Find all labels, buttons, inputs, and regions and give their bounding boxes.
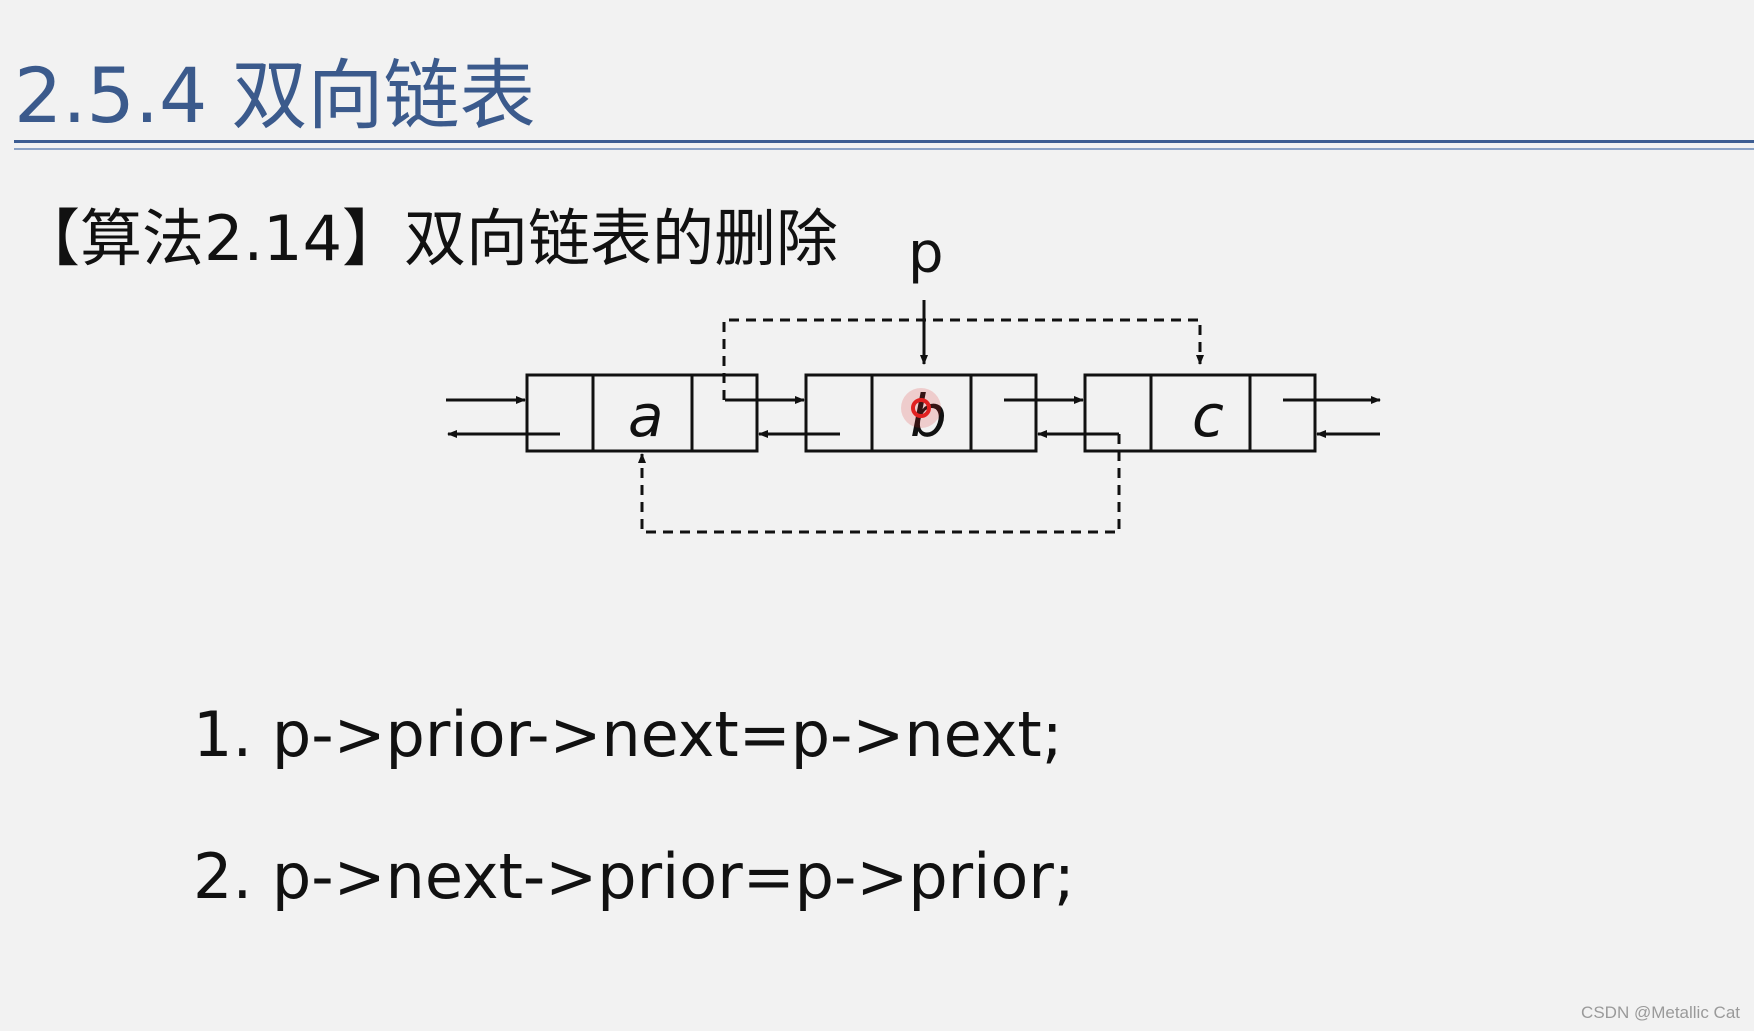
dashed-prior-bypass-arrow	[638, 434, 1121, 534]
dashed-next-bypass-arrow	[722, 318, 1204, 400]
pointer-p-label: p	[908, 221, 944, 286]
code-line-1: 1. p->prior->next=p->next;	[193, 698, 1063, 771]
algorithm-heading: 【算法2.14】双向链表的删除	[18, 202, 839, 275]
title-divider-thin	[14, 148, 1754, 150]
watermark: CSDN @Metallic Cat	[1581, 1003, 1740, 1022]
code-line-2: 2. p->next->prior=p->prior;	[193, 840, 1075, 913]
node-c-value: c	[1192, 382, 1224, 450]
node-a-value: a	[628, 382, 664, 450]
node-c: c	[1083, 373, 1317, 453]
cursor-marker-icon	[901, 388, 941, 428]
title-divider	[14, 140, 1754, 143]
slide-title: 2.5.4 双向链表	[14, 51, 536, 140]
node-a: a	[525, 373, 759, 453]
